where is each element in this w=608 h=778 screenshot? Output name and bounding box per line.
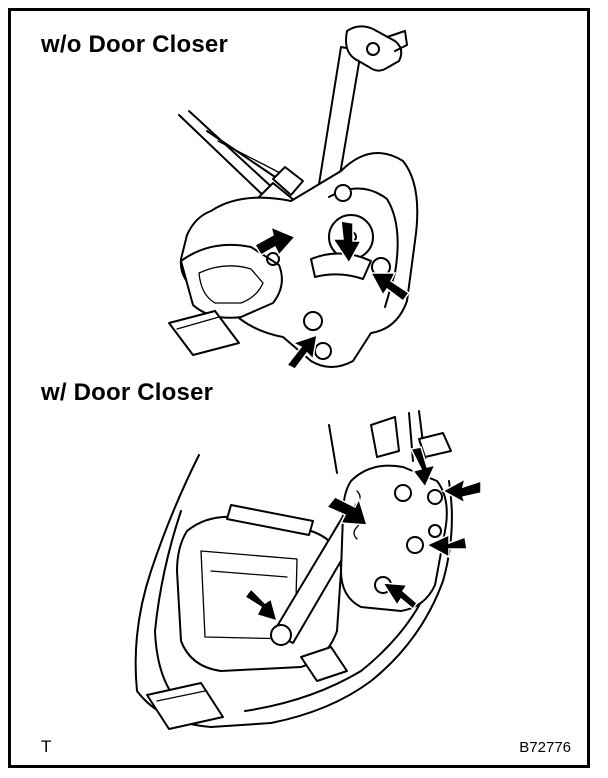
control-cable-3 [206,130,282,182]
lock-lever [310,252,372,280]
lock-screw-bottom [303,311,323,331]
closer-cable-boot [300,646,348,682]
callout-arrow-5 [325,496,369,526]
closer-cable-1 [328,424,338,474]
link-rod-top-pin [366,42,380,56]
link-rod-clip [386,30,408,52]
callout-arrow-8 [425,533,468,559]
control-cable-1 [178,114,270,202]
lock-assembly-with-closer [134,410,482,730]
callout-arrow-4 [285,333,318,370]
cable-end-sleeve-2 [272,166,304,196]
door-lock-illustration [134,25,482,730]
control-cable-2 [188,110,277,192]
closer-bolt-5 [428,524,442,538]
callout-arrow-9 [381,582,418,611]
closer-latch-bracket [370,416,400,458]
connector-block-ridge [176,316,220,330]
lock-left-cover-hole [266,252,280,266]
callout-arrow-6 [409,446,437,489]
closer-bolt-2 [427,489,443,505]
diagram-frame: w/o Door Closer w/ Door Closer [8,8,590,768]
door-panel-outline [134,454,453,728]
closer-connector-block [146,682,224,730]
connector-block [168,310,240,356]
closer-housing-rib [210,570,288,578]
corner-mark: T [41,737,52,756]
callout-arrow-10 [243,587,279,623]
callout-arrow-2 [331,220,363,265]
panel-title-without-door-closer: w/o Door Closer [41,31,229,58]
closer-bolt-1 [394,484,412,502]
closer-connector-ridge [156,690,206,702]
lock-screw-top [334,184,352,202]
door-trim-curve [244,580,432,712]
closer-link-pivot [270,624,292,646]
callout-arrow-1 [253,225,297,257]
closer-upper-arm [226,504,314,536]
control-cable-4 [217,140,287,177]
lock-left-cover-recess [198,265,264,304]
callout-arrow-7 [441,477,482,505]
closer-top-clip [418,432,452,458]
panel-title-with-door-closer: w/ Door Closer [41,379,214,406]
closer-bolt-3 [406,536,424,554]
door-panel-inner-edge [154,510,182,706]
callout-arrow-3 [369,272,411,303]
lock-assembly-without-closer [168,25,419,370]
figure-code: B72776 [519,739,571,756]
closer-lock-body [340,464,448,612]
closer-cable-2 [408,412,414,462]
lock-screw-lower [314,342,332,360]
